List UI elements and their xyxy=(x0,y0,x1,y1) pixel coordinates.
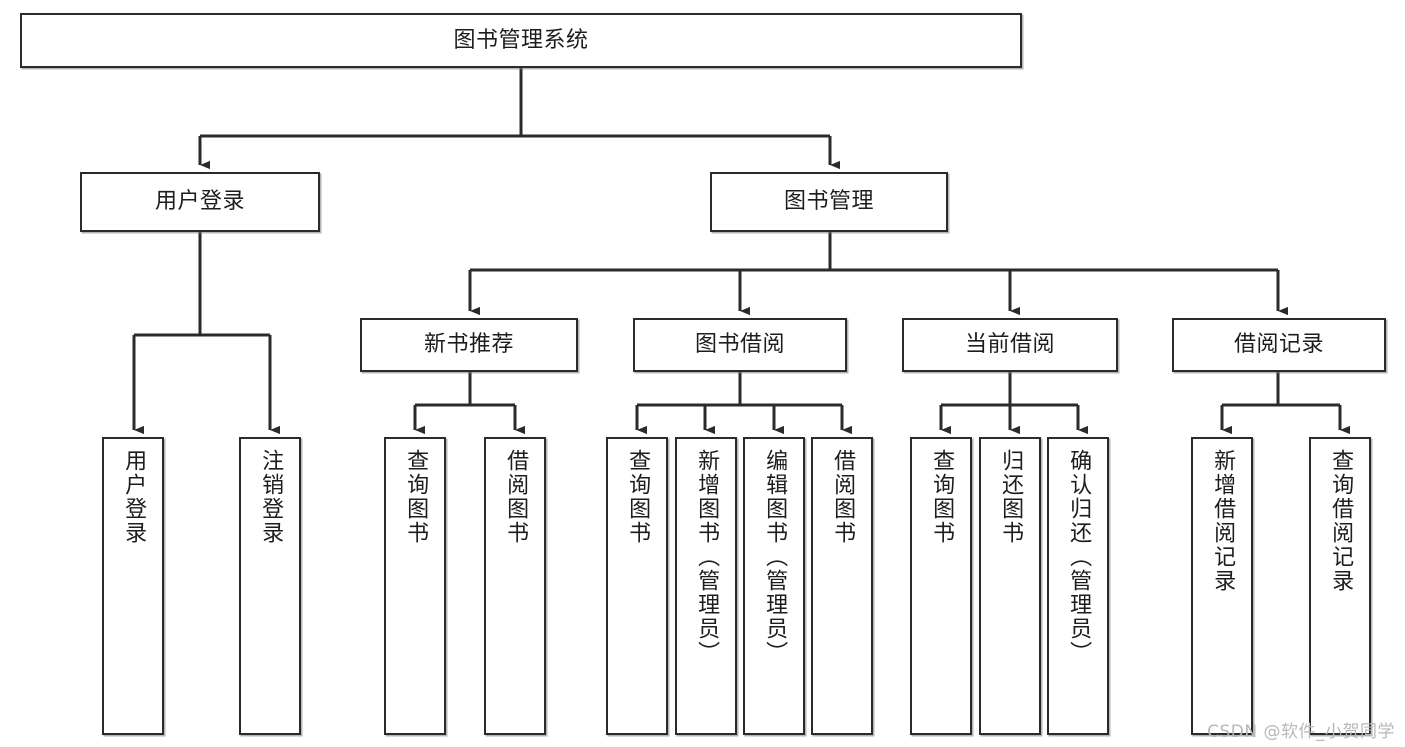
node-book-borrow-label: 图书借阅 xyxy=(694,332,785,358)
node-book-borrow[interactable]: 图书借阅 xyxy=(633,318,847,372)
node-leaf-user-login-label: 用户登录 xyxy=(121,449,147,545)
node-leaf-query-book-current[interactable]: 查询图书 xyxy=(910,437,972,735)
watermark-text: CSDN @软件_小贺同学 xyxy=(1207,722,1395,742)
node-leaf-return-book[interactable]: 归还图书 xyxy=(979,437,1041,735)
node-user-login[interactable]: 用户登录 xyxy=(80,172,320,232)
node-leaf-user-login[interactable]: 用户登录 xyxy=(102,437,164,735)
node-leaf-confirm-return-label: 确认归还（管理员） xyxy=(1066,449,1092,665)
node-leaf-query-book-rec[interactable]: 查询图书 xyxy=(384,437,446,735)
node-leaf-borrow-book-rec[interactable]: 借阅图书 xyxy=(484,437,546,735)
node-leaf-borrow-book[interactable]: 借阅图书 xyxy=(811,437,873,735)
node-new-book-recommend[interactable]: 新书推荐 xyxy=(360,318,578,372)
node-leaf-query-book-rec-label: 查询图书 xyxy=(403,449,429,545)
node-book-management-label: 图书管理 xyxy=(783,189,874,215)
node-root[interactable]: 图书管理系统 xyxy=(20,13,1022,68)
node-leaf-query-record-label: 查询借阅记录 xyxy=(1328,449,1354,593)
node-leaf-query-record[interactable]: 查询借阅记录 xyxy=(1309,437,1371,735)
node-leaf-confirm-return[interactable]: 确认归还（管理员） xyxy=(1047,437,1109,735)
node-new-book-recommend-label: 新书推荐 xyxy=(423,332,514,358)
node-root-label: 图书管理系统 xyxy=(453,27,589,53)
node-leaf-query-book-borrow-label: 查询图书 xyxy=(625,449,651,545)
node-leaf-add-book[interactable]: 新增图书（管理员） xyxy=(675,437,737,735)
node-leaf-user-logout-label: 注销登录 xyxy=(258,449,284,545)
node-leaf-return-book-label: 归还图书 xyxy=(998,449,1024,545)
node-leaf-query-book-current-label: 查询图书 xyxy=(929,449,955,545)
node-current-borrow-label: 当前借阅 xyxy=(964,332,1055,358)
node-leaf-add-book-label: 新增图书（管理员） xyxy=(694,449,720,665)
node-borrow-record[interactable]: 借阅记录 xyxy=(1172,318,1386,372)
node-leaf-add-record-label: 新增借阅记录 xyxy=(1210,449,1236,593)
node-leaf-user-logout[interactable]: 注销登录 xyxy=(239,437,301,735)
node-leaf-query-book-borrow[interactable]: 查询图书 xyxy=(606,437,668,735)
node-leaf-borrow-book-rec-label: 借阅图书 xyxy=(503,449,529,545)
node-current-borrow[interactable]: 当前借阅 xyxy=(902,318,1118,372)
node-leaf-edit-book-label: 编辑图书（管理员） xyxy=(762,449,788,665)
node-leaf-edit-book[interactable]: 编辑图书（管理员） xyxy=(743,437,805,735)
node-borrow-record-label: 借阅记录 xyxy=(1233,332,1324,358)
node-user-login-label: 用户登录 xyxy=(154,189,245,215)
node-leaf-borrow-book-label: 借阅图书 xyxy=(830,449,856,545)
node-book-management[interactable]: 图书管理 xyxy=(710,172,948,232)
node-leaf-add-record[interactable]: 新增借阅记录 xyxy=(1191,437,1253,735)
